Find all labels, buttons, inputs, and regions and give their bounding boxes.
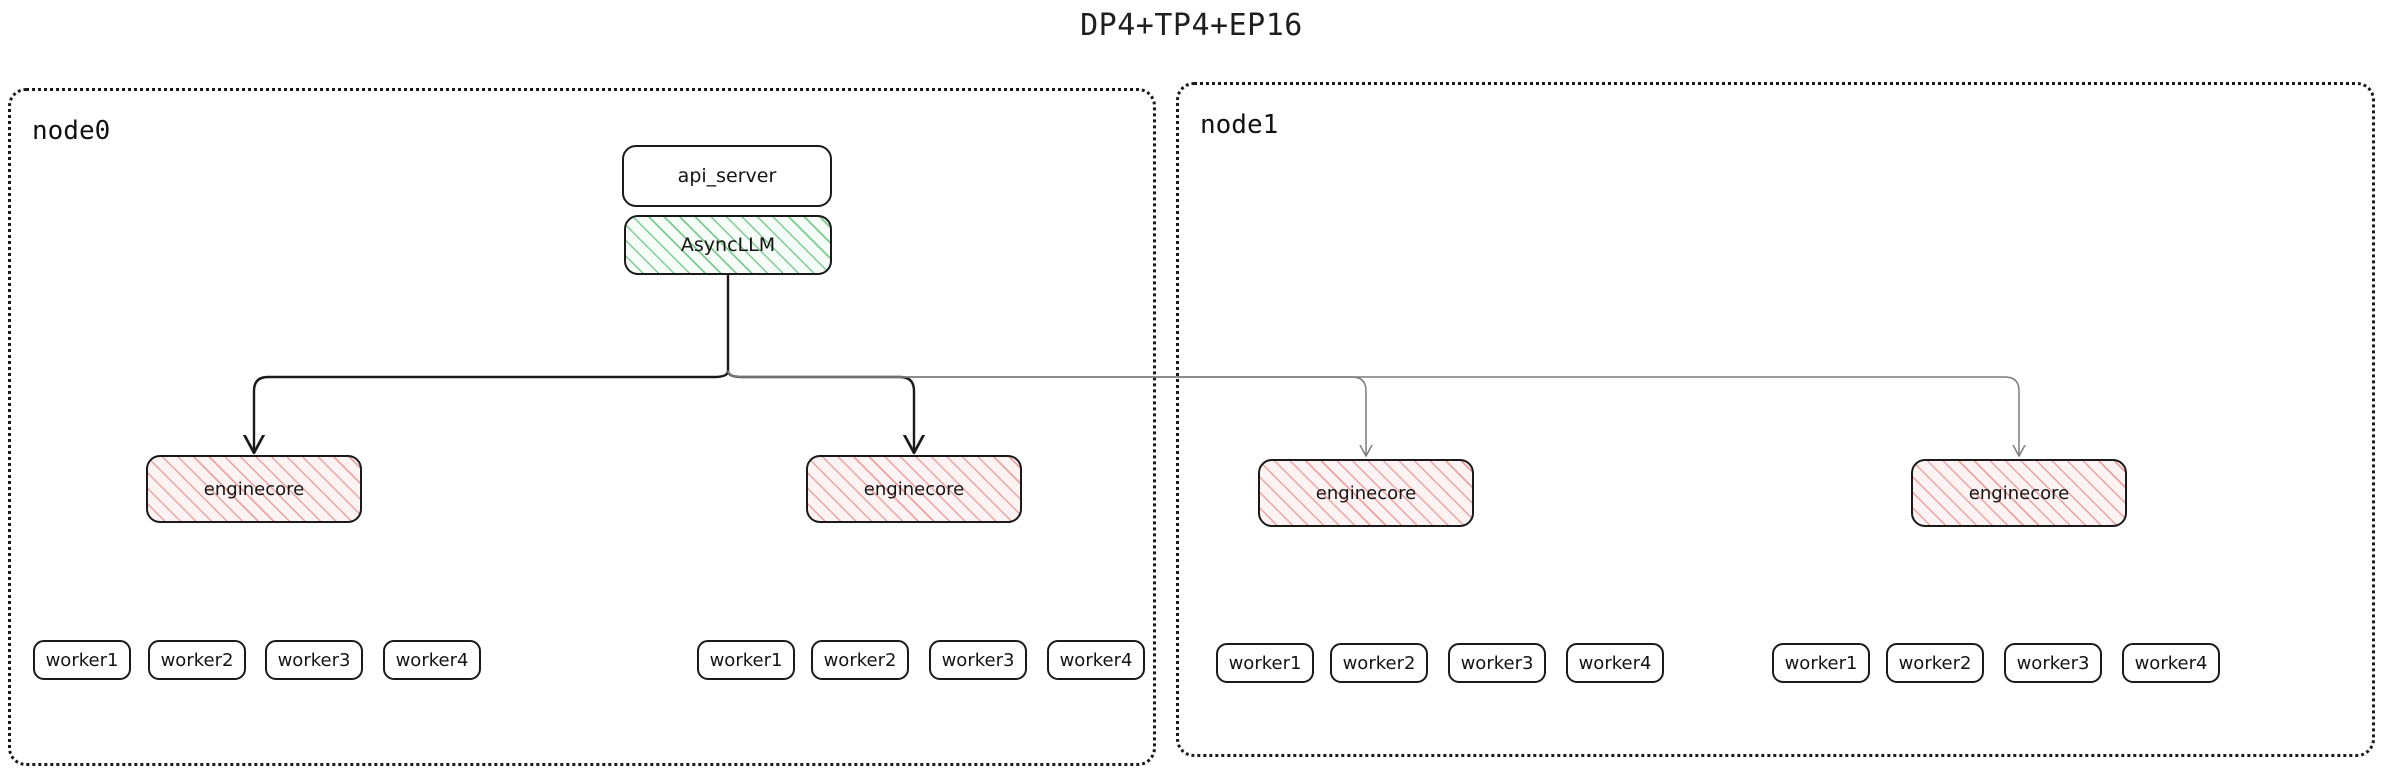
cluster-label-node0: node0 bbox=[32, 116, 111, 146]
worker-box-2-1[interactable]: worker2 bbox=[1330, 643, 1428, 683]
enginecore-box-0[interactable]: enginecore bbox=[146, 455, 362, 523]
enginecore-box-3[interactable]: enginecore bbox=[1911, 459, 2127, 527]
worker-box-1-2[interactable]: worker3 bbox=[929, 640, 1027, 680]
enginecore-box-1[interactable]: enginecore bbox=[806, 455, 1022, 523]
page-title: DP4+TP4+EP16 bbox=[1080, 8, 1303, 43]
worker-box-0-1[interactable]: worker2 bbox=[148, 640, 246, 680]
worker-box-3-0[interactable]: worker1 bbox=[1772, 643, 1870, 683]
worker-box-2-0[interactable]: worker1 bbox=[1216, 643, 1314, 683]
worker-box-2-3[interactable]: worker4 bbox=[1566, 643, 1664, 683]
worker-box-3-1[interactable]: worker2 bbox=[1886, 643, 1984, 683]
worker-box-3-2[interactable]: worker3 bbox=[2004, 643, 2102, 683]
worker-box-1-1[interactable]: worker2 bbox=[811, 640, 909, 680]
worker-box-0-0[interactable]: worker1 bbox=[33, 640, 131, 680]
async-llm-box[interactable]: AsyncLLM bbox=[624, 215, 832, 275]
worker-box-1-0[interactable]: worker1 bbox=[697, 640, 795, 680]
worker-box-3-3[interactable]: worker4 bbox=[2122, 643, 2220, 683]
worker-box-2-2[interactable]: worker3 bbox=[1448, 643, 1546, 683]
enginecore-box-2[interactable]: enginecore bbox=[1258, 459, 1474, 527]
worker-box-1-3[interactable]: worker4 bbox=[1047, 640, 1145, 680]
worker-box-0-3[interactable]: worker4 bbox=[383, 640, 481, 680]
cluster-label-node1: node1 bbox=[1200, 110, 1279, 140]
worker-box-0-2[interactable]: worker3 bbox=[265, 640, 363, 680]
api-server-box[interactable]: api_server bbox=[622, 145, 832, 207]
